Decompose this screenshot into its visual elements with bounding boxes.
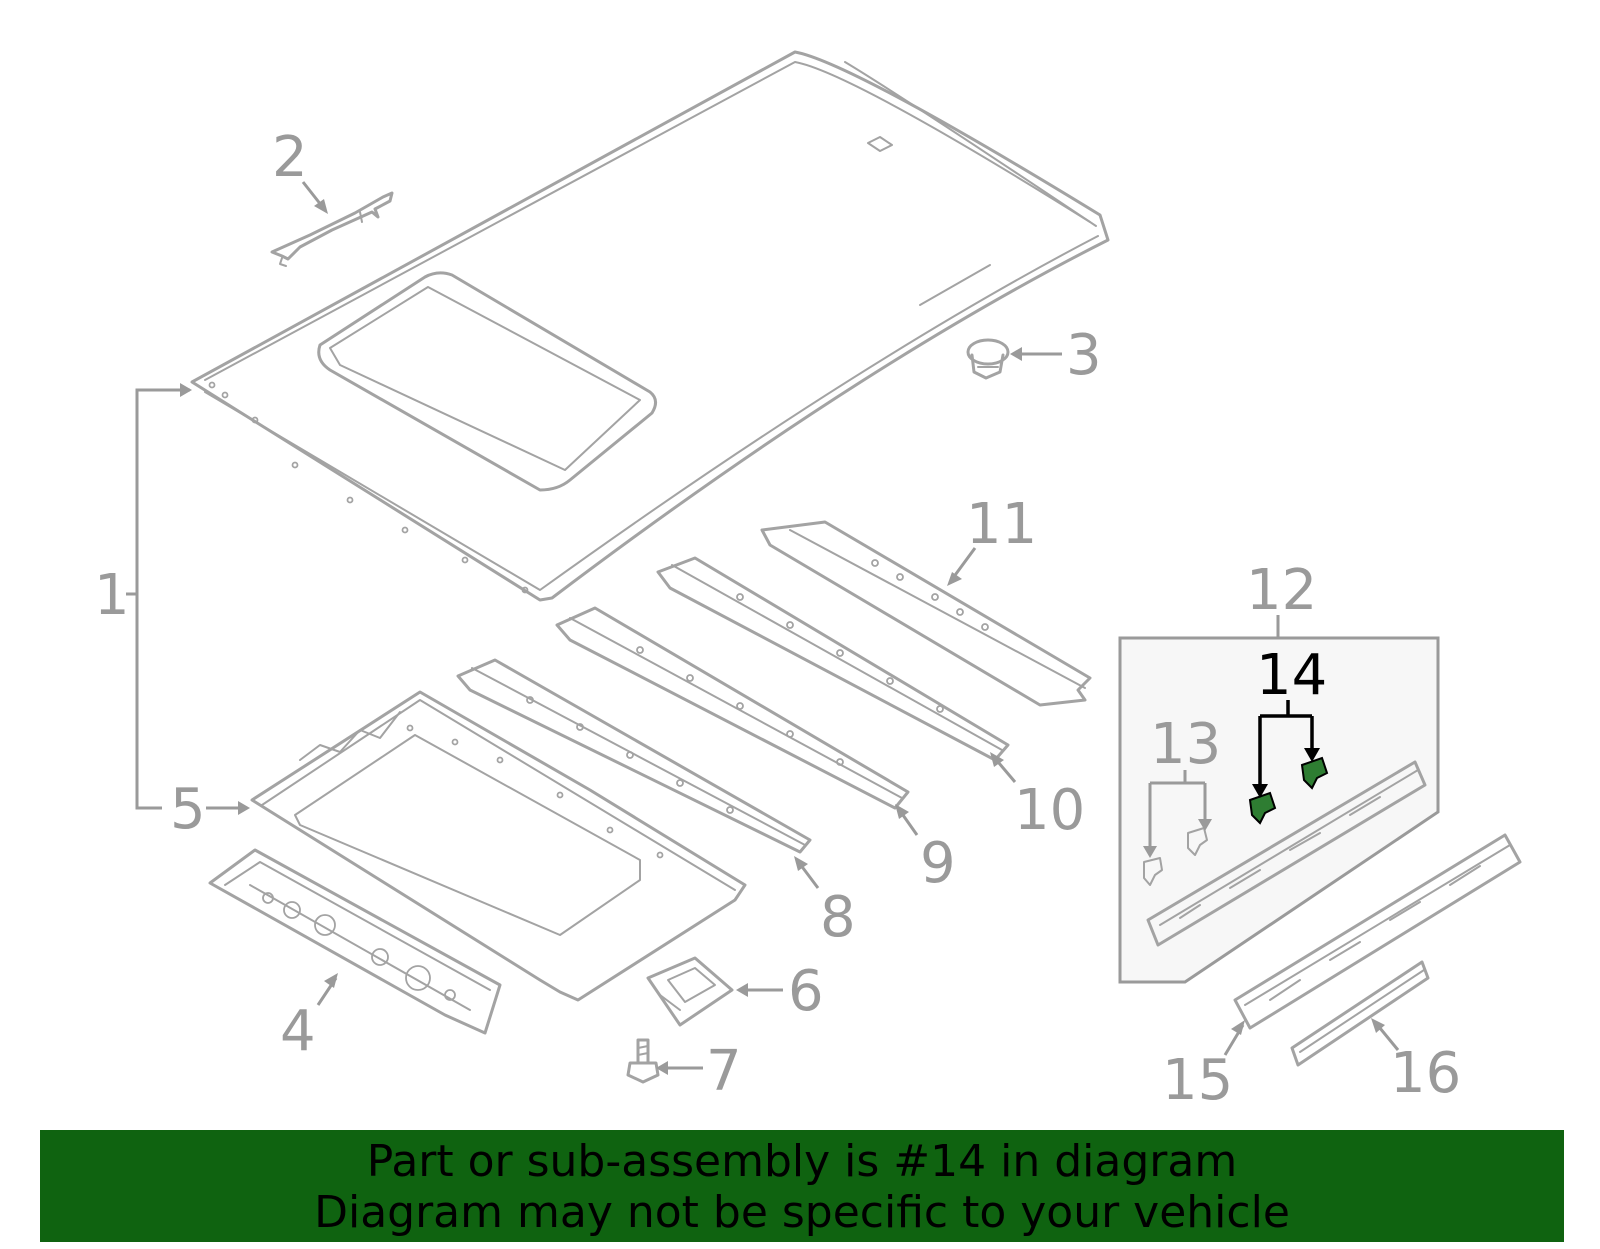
callout-12: 12 <box>1246 558 1317 623</box>
leader-lines <box>126 181 1400 1075</box>
callout-7: 7 <box>706 1039 742 1104</box>
callout-5: 5 <box>170 777 206 842</box>
bolt <box>626 1038 660 1084</box>
roof-bow-10 <box>656 556 1010 762</box>
callout-10: 10 <box>1014 778 1085 843</box>
side-strip-16 <box>1290 960 1430 1067</box>
front-header-panel <box>208 848 502 1035</box>
banner-line-1: Part or sub-assembly is #14 in diagram <box>366 1136 1238 1187</box>
roof-bow-9 <box>555 606 910 810</box>
callout-3: 3 <box>1066 323 1102 388</box>
callout-14: 14 <box>1256 643 1327 708</box>
callouts: 1 2 3 4 5 6 7 8 9 10 11 12 13 14 15 16 <box>94 125 1461 1113</box>
callout-13: 13 <box>1150 712 1221 777</box>
callout-9: 9 <box>920 831 956 896</box>
roof-bow-11 <box>760 520 1092 707</box>
side-rail-15 <box>1233 833 1522 1030</box>
sub-assembly-12-box <box>1118 636 1440 984</box>
callout-11: 11 <box>966 492 1037 557</box>
mount-bracket <box>646 956 734 1027</box>
roof-bow-8 <box>456 658 812 854</box>
callout-1: 1 <box>94 563 130 628</box>
callout-2: 2 <box>272 125 308 190</box>
callout-4: 4 <box>280 999 316 1064</box>
callout-6: 6 <box>788 959 824 1024</box>
callout-15: 15 <box>1162 1048 1233 1113</box>
leader-14 <box>1252 700 1320 798</box>
roof-grommet <box>966 338 1010 380</box>
roof-panel <box>190 50 1110 602</box>
callout-16: 16 <box>1390 1041 1461 1106</box>
roof-bracket <box>270 191 394 267</box>
callout-8: 8 <box>820 885 856 950</box>
info-banner: Part or sub-assembly is #14 in diagram D… <box>40 1130 1564 1242</box>
banner-line-2: Diagram may not be specific to your vehi… <box>314 1187 1290 1238</box>
roof-frame <box>250 690 747 1002</box>
